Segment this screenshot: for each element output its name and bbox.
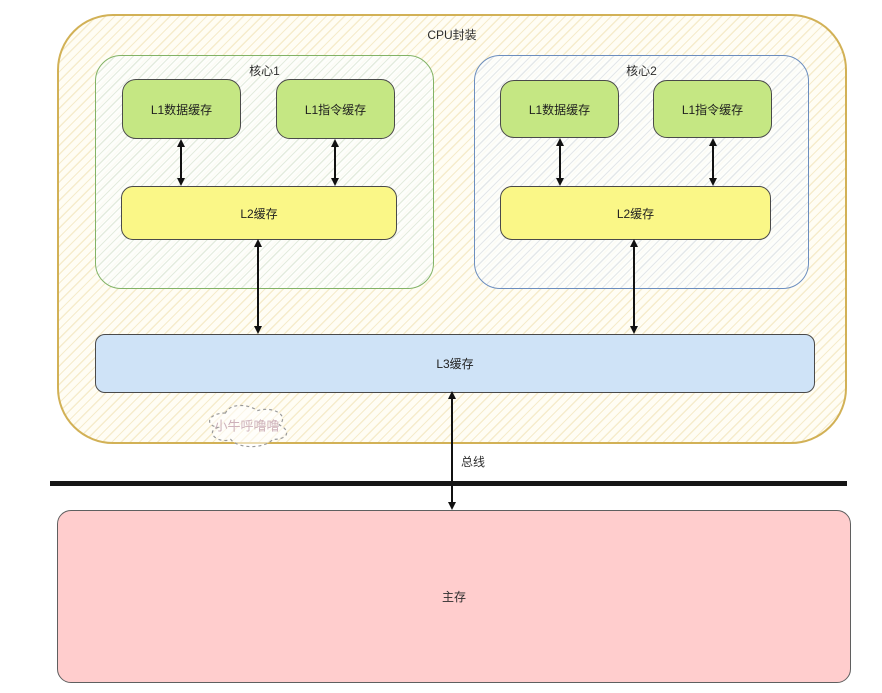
cpu-package-label: CPU封装	[427, 28, 477, 42]
arrow-l1inst-l2-core2-icon	[708, 138, 718, 186]
l1-data-cache-core1: L1数据缓存	[122, 79, 241, 139]
core-2: 核心2 L1数据缓存 L1指令缓存 L2缓存	[474, 55, 809, 289]
l2-cache-core1: L2缓存	[121, 186, 397, 240]
core-2-label: 核心2	[626, 64, 657, 78]
arrow-l3-memory-icon	[447, 391, 457, 510]
bus-line	[50, 481, 847, 486]
core-1-label: 核心1	[249, 64, 280, 78]
l2-cache-core1-label: L2缓存	[240, 206, 278, 221]
main-memory-label: 主存	[441, 590, 466, 604]
arrow-l1data-l2-core2-icon	[555, 138, 565, 186]
watermark-cloud-icon	[209, 404, 288, 448]
l3-cache: L3缓存	[95, 334, 815, 393]
arrow-l1inst-l2-core1-icon	[330, 139, 340, 186]
l1-data-cache-core1-label: L1数据缓存	[150, 102, 213, 117]
l2-cache-core2-label: L2缓存	[616, 206, 655, 221]
l1-instruction-cache-core2: L1指令缓存	[653, 80, 772, 138]
l1-instruction-cache-core1-label: L1指令缓存	[304, 102, 367, 117]
cpu-package: CPU封装 核心1 L1数据缓存 L1指令缓存 L2缓存 核心2 L1数据缓存 …	[57, 14, 847, 448]
l1-data-cache-core2-label: L1数据缓存	[528, 102, 591, 117]
bus-label: 总线	[461, 455, 486, 469]
watermark: 小牛呼噜噜	[204, 401, 290, 449]
l1-instruction-cache-core2-label: L1指令缓存	[681, 102, 744, 117]
arrow-l2core1-l3-icon	[253, 239, 263, 334]
watermark-text: 小牛呼噜噜	[214, 418, 280, 434]
l1-instruction-cache-core1: L1指令缓存	[276, 79, 395, 139]
l3-cache-label: L3缓存	[436, 357, 474, 371]
main-memory: 主存	[57, 510, 851, 683]
l1-data-cache-core2: L1数据缓存	[500, 80, 619, 138]
l2-cache-core2: L2缓存	[500, 186, 771, 240]
core-1: 核心1 L1数据缓存 L1指令缓存 L2缓存	[95, 55, 434, 289]
arrow-l2core2-l3-icon	[629, 239, 639, 334]
arrow-l1data-l2-core1-icon	[176, 139, 186, 186]
